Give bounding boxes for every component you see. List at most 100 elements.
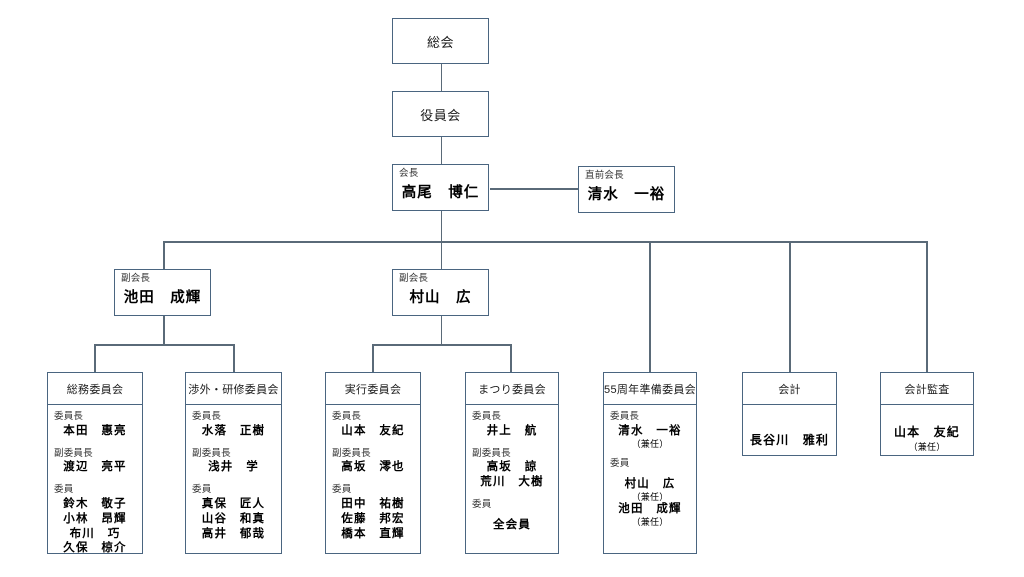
line-board-to-president bbox=[440, 137, 443, 164]
president-role-label: 会長 bbox=[399, 168, 419, 179]
member-name: 山本 友紀 bbox=[341, 424, 405, 437]
group-names-members: 真保 匠人 山谷 和真 高井 郁哉 bbox=[186, 496, 281, 541]
node-president[interactable]: 会長 高尾 博仁 bbox=[392, 164, 489, 211]
group-label-vicechair: 副委員長 bbox=[192, 447, 231, 459]
line-bus-to-audit bbox=[926, 241, 928, 373]
group-label-chair: 委員長 bbox=[610, 411, 640, 422]
accounting-body: 長谷川 雅利 bbox=[743, 405, 836, 448]
member-name: 荒川 大樹 bbox=[480, 476, 544, 489]
group-label-vicechair: 副委員長 bbox=[332, 447, 371, 459]
group-names-members: 鈴木 敬子 小林 昂輝 布川 巧 久保 椋介 bbox=[48, 496, 142, 556]
past-president-name: 清水 一裕 bbox=[587, 187, 666, 204]
member-note: （兼任） bbox=[631, 516, 669, 527]
node-vice-president-1[interactable]: 副会長 池田 成輝 bbox=[114, 269, 211, 316]
line-bus-to-vp1 bbox=[163, 241, 165, 269]
committee-festival-title: まつり委員会 bbox=[466, 373, 558, 405]
group-label-chair: 委員長 bbox=[332, 411, 362, 422]
committee-general-affairs-title: 総務委員会 bbox=[48, 373, 142, 405]
line-vp2-drop bbox=[440, 316, 443, 345]
group-label-chair: 委員長 bbox=[54, 411, 84, 422]
accounting-title: 会計 bbox=[743, 373, 836, 405]
committee-executive-title: 実行委員会 bbox=[326, 373, 420, 405]
node-committee-festival[interactable]: まつり委員会 委員長 井上 航 副委員長 高坂 諒 荒川 大樹 委員 全会員 bbox=[465, 372, 559, 554]
member-name: 橋本 直輝 bbox=[341, 527, 405, 540]
committee-general-affairs-body: 委員長 本田 惠亮 副委員長 渡辺 亮平 委員 鈴木 敬子 小林 昂輝 布川 巧… bbox=[48, 405, 142, 556]
member-name: 渡辺 亮平 bbox=[63, 461, 127, 474]
group-names-vicechair: 浅井 学 bbox=[186, 459, 281, 475]
committee-55th-anniversary-body: 委員長 清水 一裕 （兼任） 委員 村山 広 （兼任） 池田 成輝 （兼任） bbox=[604, 405, 696, 527]
group-label-members: 委員 bbox=[610, 457, 630, 469]
vice-president-2-role-label: 副会長 bbox=[399, 273, 429, 284]
group-label-members: 委員 bbox=[54, 484, 74, 496]
line-assembly-to-board bbox=[440, 64, 443, 91]
line-main-bus bbox=[163, 241, 927, 243]
line-bus-to-committee-anniversary bbox=[649, 241, 651, 373]
group-names-chair: 水落 正樹 bbox=[186, 423, 281, 439]
line-vp1-drop bbox=[163, 316, 165, 345]
member-name: 浅井 学 bbox=[208, 461, 259, 474]
group-names-vicechair: 渡辺 亮平 bbox=[48, 459, 142, 475]
line-president-to-bus bbox=[440, 211, 443, 242]
node-committee-external-training[interactable]: 渉外・研修委員会 委員長 水落 正樹 副委員長 浅井 学 委員 真保 匠人 山谷… bbox=[185, 372, 282, 554]
president-name: 高尾 博仁 bbox=[401, 185, 480, 202]
committee-55th-anniversary-title: 55周年準備委員会 bbox=[604, 373, 696, 405]
vice-president-1-name: 池田 成輝 bbox=[123, 290, 202, 307]
line-bus-to-finance bbox=[789, 241, 791, 373]
member-name: 真保 匠人 bbox=[201, 498, 266, 511]
group-names-members: 全会員 bbox=[466, 517, 558, 533]
group-label-chair: 委員長 bbox=[192, 411, 222, 422]
audit-body: 山本 友紀 （兼任） bbox=[881, 405, 973, 453]
committee-external-training-title: 渉外・研修委員会 bbox=[186, 373, 281, 405]
node-vice-president-2[interactable]: 副会長 村山 広 bbox=[392, 269, 489, 316]
group-names-chair: 清水 一裕 （兼任） bbox=[604, 423, 696, 449]
node-board-of-officers[interactable]: 役員会 bbox=[392, 91, 489, 137]
member-name: 布川 巧 bbox=[69, 527, 121, 540]
node-audit[interactable]: 会計監査 山本 友紀 （兼任） bbox=[880, 372, 974, 456]
group-label-members: 委員 bbox=[472, 498, 492, 510]
vice-president-2-name: 村山 広 bbox=[409, 290, 472, 307]
node-general-assembly[interactable]: 総会 bbox=[392, 18, 489, 64]
line-vp1-to-committee-external bbox=[233, 344, 235, 373]
node-accounting[interactable]: 会計 長谷川 雅利 bbox=[742, 372, 837, 456]
board-of-officers-title: 役員会 bbox=[420, 107, 461, 123]
group-label-members: 委員 bbox=[192, 484, 212, 496]
group-label-vicechair: 副委員長 bbox=[472, 447, 511, 459]
accounting-person-name: 長谷川 雅利 bbox=[749, 433, 830, 447]
node-committee-55th-anniversary[interactable]: 55周年準備委員会 委員長 清水 一裕 （兼任） 委員 村山 広 （兼任） 池田… bbox=[603, 372, 697, 554]
audit-person-name: 山本 友紀 bbox=[893, 425, 960, 439]
member-name: 鈴木 敬子 bbox=[63, 498, 127, 511]
line-vp2-to-committee-festival bbox=[510, 344, 512, 373]
member-name: 山谷 和真 bbox=[201, 512, 266, 525]
group-names-chair: 井上 航 bbox=[466, 423, 558, 439]
committee-festival-body: 委員長 井上 航 副委員長 高坂 諒 荒川 大樹 委員 全会員 bbox=[466, 405, 558, 533]
group-names-chair: 山本 友紀 bbox=[326, 423, 420, 439]
member-name: 全会員 bbox=[492, 518, 532, 531]
past-president-role-label: 直前会長 bbox=[585, 170, 624, 181]
group-names-vicechair: 高坂 諒 荒川 大樹 bbox=[466, 459, 558, 489]
vice-president-1-role-label: 副会長 bbox=[121, 273, 151, 284]
general-assembly-title: 総会 bbox=[426, 34, 454, 50]
member-name: 清水 一裕 bbox=[618, 424, 682, 437]
group-names-vicechair: 高坂 澪也 bbox=[326, 459, 420, 475]
member-name: 高井 郁哉 bbox=[201, 527, 266, 540]
member-note: （兼任） bbox=[631, 491, 669, 502]
committee-executive-body: 委員長 山本 友紀 副委員長 高坂 澪也 委員 田中 祐樹 佐藤 邦宏 橋本 直… bbox=[326, 405, 420, 541]
member-name: 高坂 澪也 bbox=[341, 461, 405, 474]
member-name: 池田 成輝 bbox=[618, 502, 682, 515]
group-label-chair: 委員長 bbox=[472, 411, 502, 422]
group-names-chair: 本田 惠亮 bbox=[48, 423, 142, 439]
member-name: 井上 航 bbox=[486, 424, 538, 437]
line-vp2-bar bbox=[372, 344, 511, 346]
audit-person-note: （兼任） bbox=[908, 442, 946, 452]
group-label-vicechair: 副委員長 bbox=[54, 447, 93, 459]
node-committee-general-affairs[interactable]: 総務委員会 委員長 本田 惠亮 副委員長 渡辺 亮平 委員 鈴木 敬子 小林 昂… bbox=[47, 372, 143, 554]
line-bus-to-vp2 bbox=[440, 241, 443, 269]
node-committee-executive[interactable]: 実行委員会 委員長 山本 友紀 副委員長 高坂 澪也 委員 田中 祐樹 佐藤 邦… bbox=[325, 372, 421, 554]
member-name: 本田 惠亮 bbox=[63, 424, 127, 437]
line-vp1-bar bbox=[94, 344, 234, 346]
node-past-president[interactable]: 直前会長 清水 一裕 bbox=[578, 166, 675, 213]
line-president-to-past-president bbox=[490, 188, 578, 190]
member-note: （兼任） bbox=[631, 438, 669, 449]
group-label-members: 委員 bbox=[332, 484, 352, 496]
